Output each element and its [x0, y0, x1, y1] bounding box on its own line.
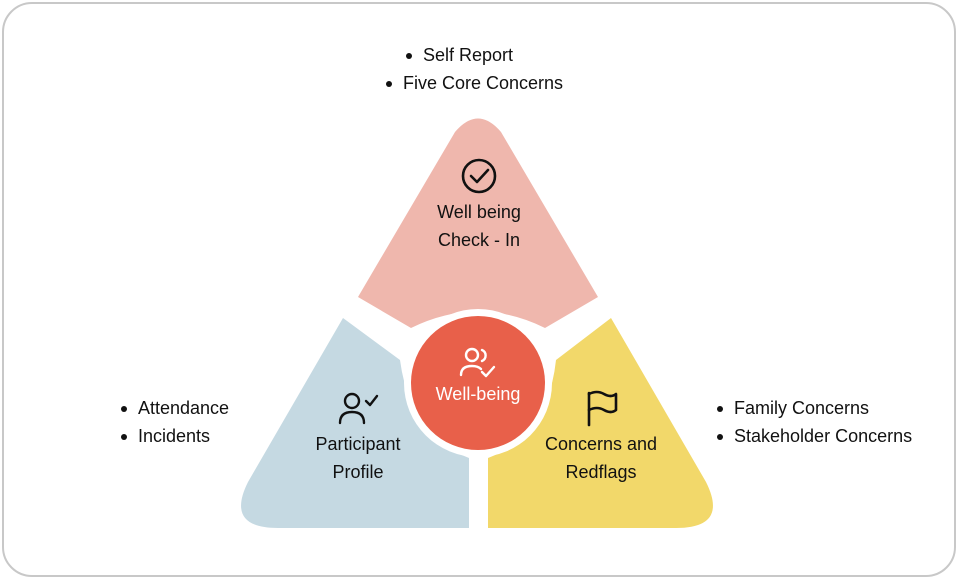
left-label-line2: Profile [332, 462, 384, 482]
top-label-line1: Well being [437, 202, 521, 222]
list-item: Attendance [119, 394, 229, 422]
right-label-line2: Redflags [565, 462, 637, 482]
center-label: Well-being [435, 384, 521, 404]
flag-icon [587, 390, 618, 427]
right-bullet-list: Family Concerns Stakeholder Concerns [715, 394, 912, 450]
users-check-icon [459, 347, 496, 378]
right-label-line1: Concerns and [544, 434, 658, 454]
left-label-line1: Participant [315, 434, 401, 454]
participant-profile-segment [241, 318, 469, 528]
list-item: Family Concerns [715, 394, 912, 422]
center-circle [411, 316, 545, 450]
list-item: Incidents [119, 422, 229, 450]
list-item: Stakeholder Concerns [715, 422, 912, 450]
top-label-line2: Check - In [437, 230, 521, 250]
concerns-redflags-segment [488, 318, 713, 528]
top-bullet-list: Self Report Five Core Concerns [384, 41, 563, 97]
top-segment-label: Well being Check - In [399, 198, 559, 254]
left-segment-label: Participant Profile [278, 430, 438, 486]
list-item: Five Core Concerns [384, 69, 563, 97]
list-item: Self Report [404, 41, 563, 69]
check-circle-icon [461, 158, 497, 194]
user-check-icon [338, 392, 379, 425]
wellbeing-checkin-segment [358, 118, 598, 328]
right-segment-label: Concerns and Redflags [521, 430, 681, 486]
left-bullet-list: Attendance Incidents [119, 394, 229, 450]
